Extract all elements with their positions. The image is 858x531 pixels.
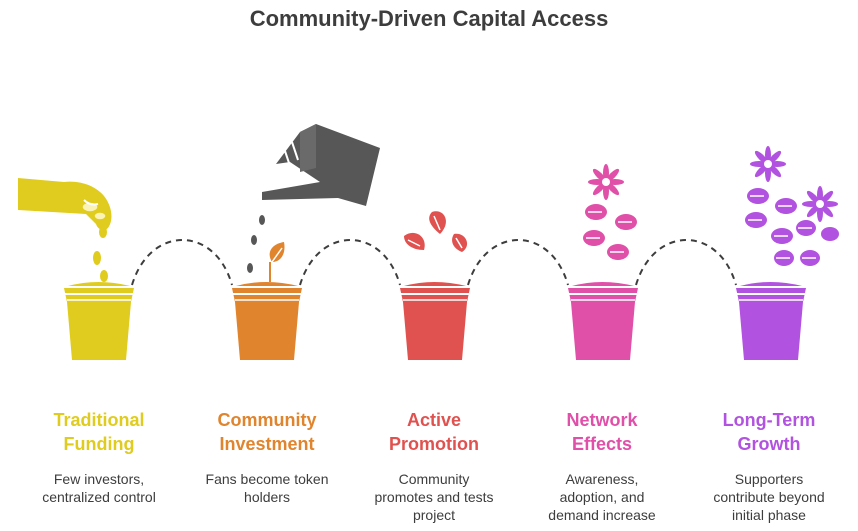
stage-network-effects: Network Effects Awareness, adoption, and…: [527, 408, 677, 524]
stage-desc-line: Fans become token: [205, 471, 329, 487]
stage-desc-line: Awareness,: [565, 471, 639, 487]
stage-title-line: Traditional: [53, 410, 145, 430]
watering-can-icon: [247, 124, 380, 282]
stage-desc-line: promotes and tests: [374, 489, 494, 505]
stage-desc-line: Community: [398, 471, 470, 487]
stage-description: Few investors, centralized control: [24, 470, 174, 506]
stage-title-line: Funding: [63, 434, 135, 454]
stage-active-promotion: Active Promotion Community promotes and …: [359, 408, 509, 524]
stage-title: Network Effects: [527, 408, 677, 456]
sprouting-leaves-icon: [404, 211, 468, 252]
pot-traditional-funding: [64, 282, 134, 360]
stage-title-line: Effects: [571, 434, 633, 454]
stage-desc-line: initial phase: [732, 507, 806, 523]
stage-title-line: Active: [406, 410, 462, 430]
stage-title-line: Growth: [737, 434, 801, 454]
stage-description: Awareness, adoption, and demand increase: [527, 470, 677, 524]
stage-desc-line: centralized control: [42, 489, 156, 505]
connector-3-4: [467, 239, 569, 286]
stage-desc-line: project: [412, 507, 456, 523]
pot-active-promotion: [400, 282, 470, 360]
stage-desc-line: contribute beyond: [713, 489, 825, 505]
connector-1-2: [131, 239, 233, 286]
stage-title-line: Community: [217, 410, 317, 430]
stage-desc-line: Few investors,: [53, 471, 145, 487]
stage-title: Traditional Funding: [24, 408, 174, 456]
leaves-and-flower-icon: [583, 164, 637, 260]
stage-title-line: Promotion: [389, 434, 479, 454]
stage-description: Community promotes and tests project: [359, 470, 509, 524]
blooming-plant-icon: [745, 146, 839, 266]
connector-4-5: [635, 239, 737, 286]
stage-description: Fans become token holders: [192, 470, 342, 506]
stage-desc-line: demand increase: [548, 507, 656, 523]
stage-desc-line: adoption, and: [559, 489, 645, 505]
stage-desc-line: holders: [244, 489, 290, 505]
stage-description: Supporters contribute beyond initial pha…: [694, 470, 844, 524]
stage-traditional-funding: Traditional Funding Few investors, centr…: [24, 408, 174, 506]
hand-dropping-seeds-icon: [18, 178, 112, 282]
stage-desc-line: Supporters: [734, 471, 804, 487]
stage-community-investment: Community Investment Fans become token h…: [192, 408, 342, 506]
page-title: Community-Driven Capital Access: [249, 6, 609, 31]
stage-title: Active Promotion: [359, 408, 509, 456]
stage-title-line: Network: [566, 410, 638, 430]
pot-long-term-growth: [736, 282, 806, 360]
stage-title: Community Investment: [192, 408, 342, 456]
pot-community-investment: [232, 282, 302, 360]
stage-long-term-growth: Long-Term Growth Supporters contribute b…: [694, 408, 844, 524]
connectors: [131, 239, 737, 286]
stage-title: Long-Term Growth: [694, 408, 844, 456]
stage-title-line: Long-Term: [722, 410, 816, 430]
stage-title-line: Investment: [219, 434, 315, 454]
pot-network-effects: [568, 282, 638, 360]
connector-2-3: [299, 239, 401, 286]
